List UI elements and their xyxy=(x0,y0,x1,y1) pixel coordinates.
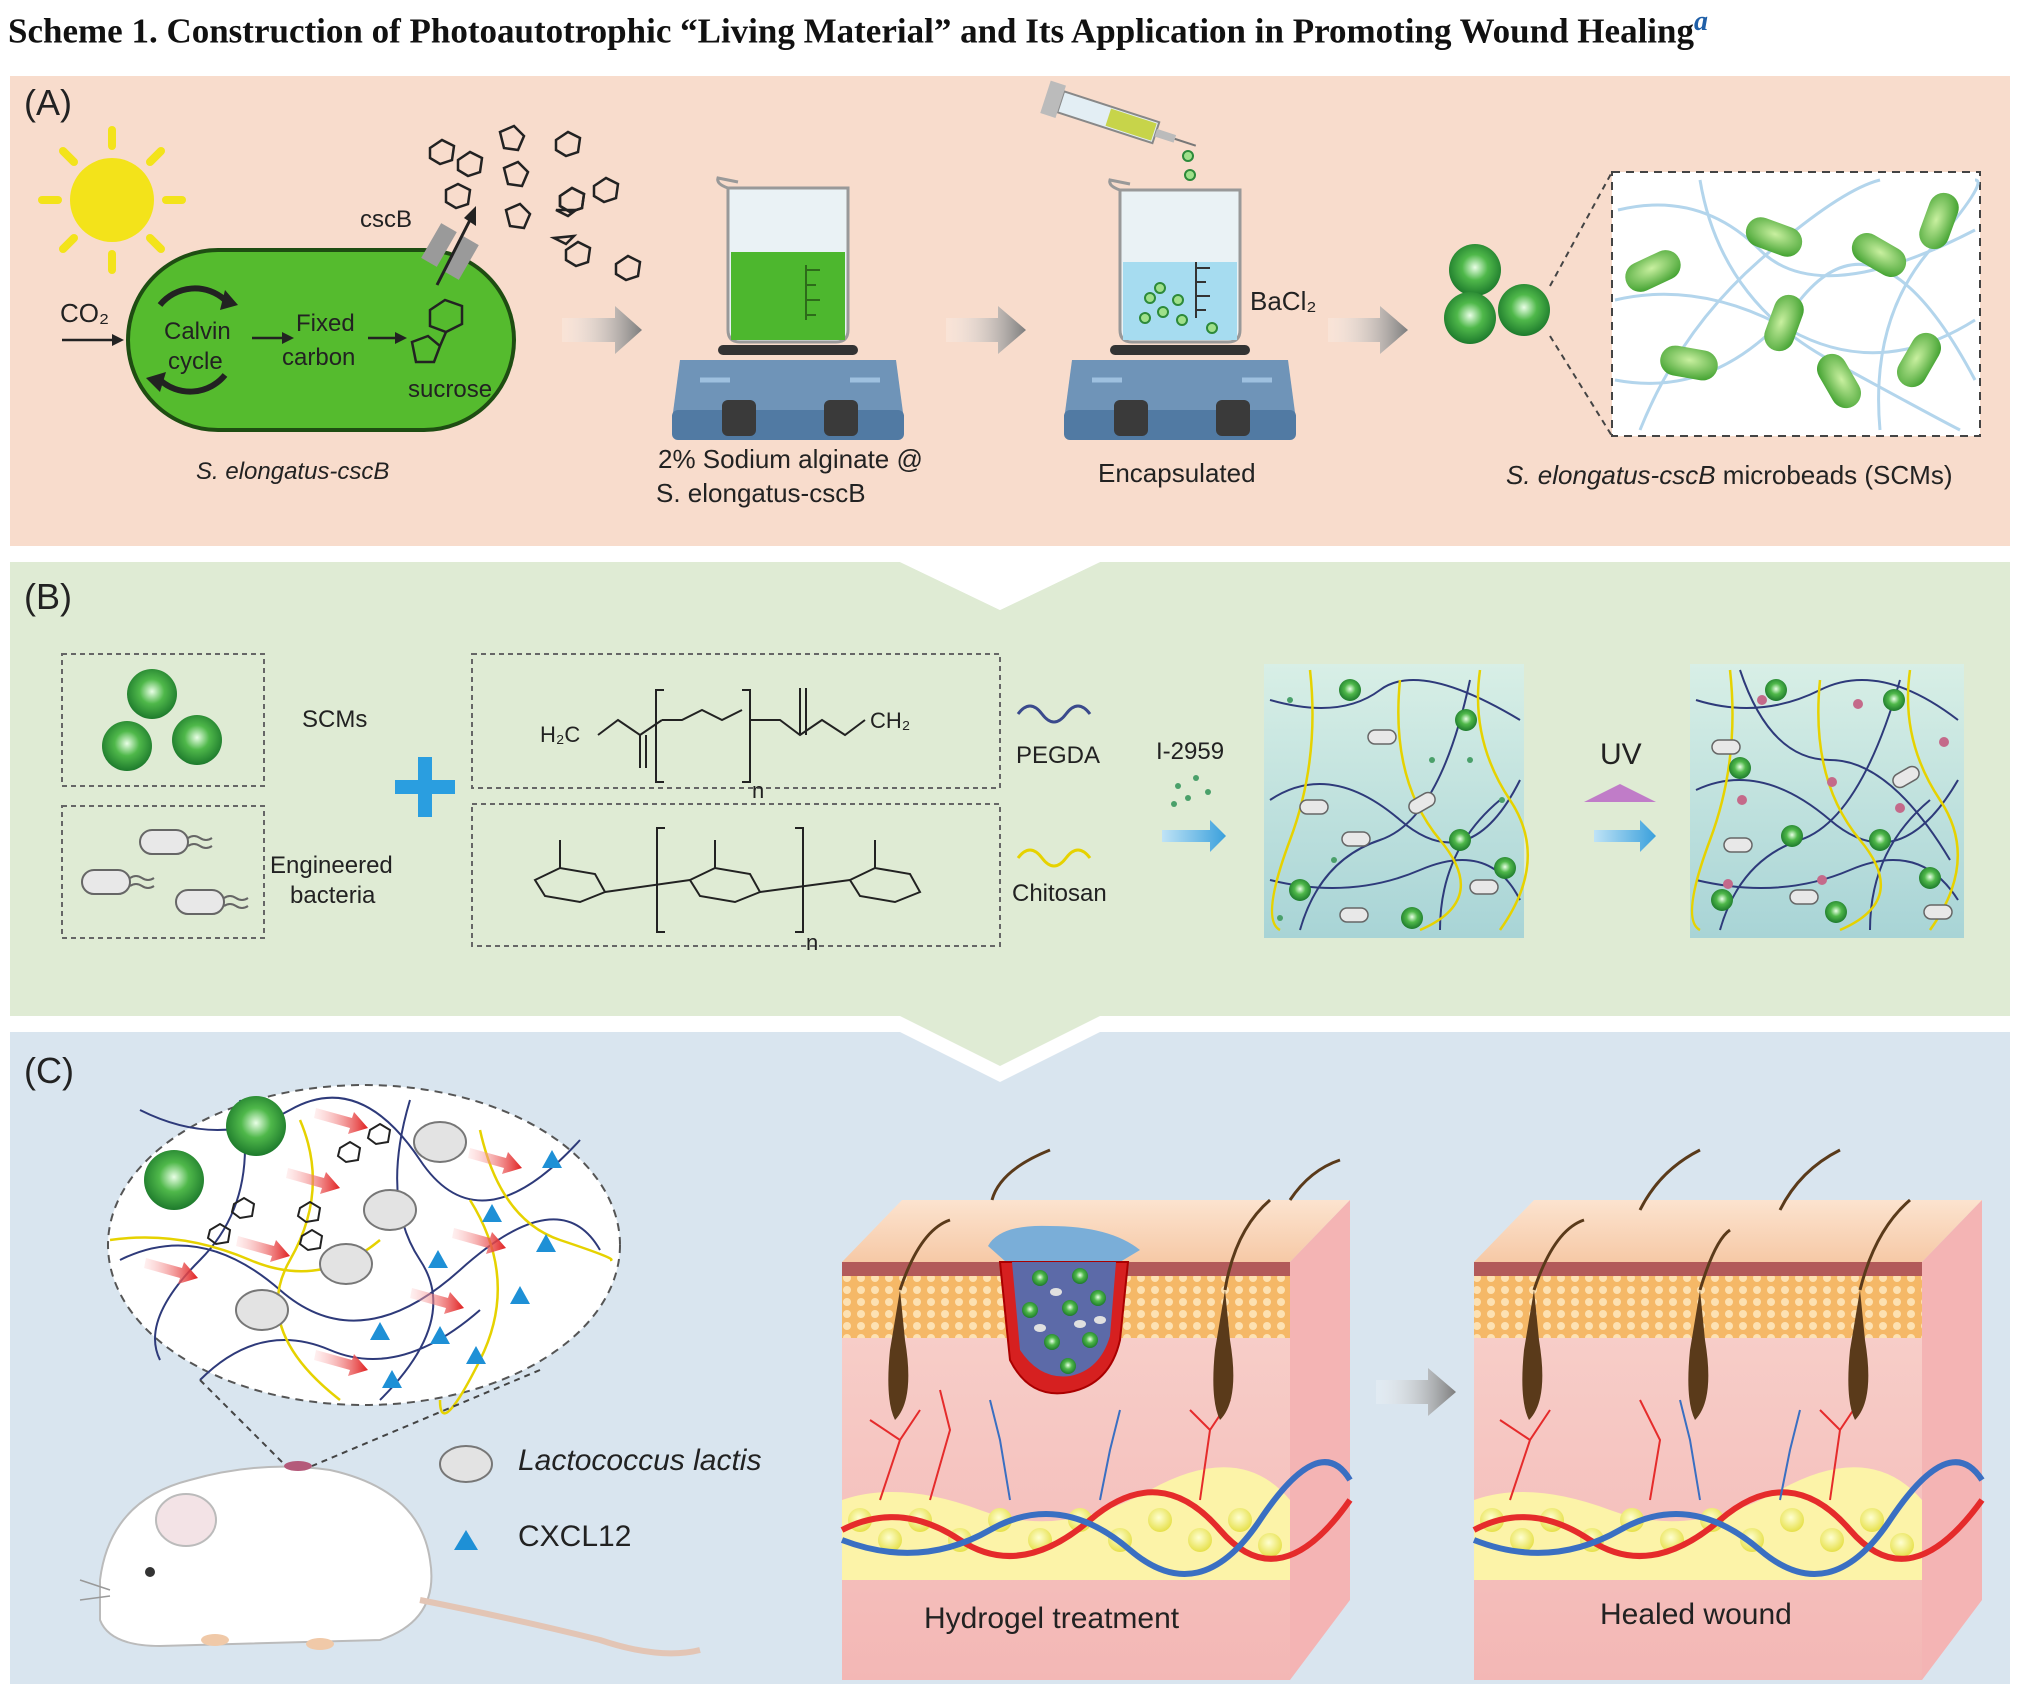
figure-title: Scheme 1. Construction of Photoautotroph… xyxy=(8,6,2008,56)
title-footnote: a xyxy=(1693,6,1708,37)
scms-label: SCMs xyxy=(302,706,368,733)
skin-healed-wound xyxy=(1472,1148,1985,1680)
h2c-label: H₂C xyxy=(540,722,581,747)
pegda-legend-line xyxy=(1016,704,1092,724)
panel-c-tag: (C) xyxy=(24,1050,74,1091)
carbon-label: carbon xyxy=(282,344,356,371)
healed-wound-label: Healed wound xyxy=(1600,1598,1792,1631)
uv-light-icon xyxy=(1584,784,1656,802)
legend-lactis-icon xyxy=(439,1445,493,1483)
panel-c xyxy=(10,1032,2010,1684)
hydrogel-treatment-label: Hydrogel treatment xyxy=(924,1602,1180,1635)
process-arrow-2 xyxy=(946,306,1026,354)
syringe-icon xyxy=(1040,80,1197,147)
legend-cxcl12-label: CXCL12 xyxy=(518,1520,632,1553)
legend-cxcl12-icon xyxy=(454,1530,478,1550)
sun-icon xyxy=(38,126,186,274)
fixed-label: Fixed xyxy=(296,310,355,337)
panel-a-tag: (A) xyxy=(24,82,72,123)
ch2-label: CH₂ xyxy=(870,708,911,733)
co2-label: CO₂ xyxy=(60,298,110,328)
bacl2-label: BaCl₂ xyxy=(1250,286,1317,316)
pegda-structure-box xyxy=(471,653,1001,789)
microbead-zoom xyxy=(1611,171,1981,437)
chitosan-label: Chitosan xyxy=(1012,880,1107,907)
scm-caption-rest: microbeads (SCMs) xyxy=(1715,460,1953,490)
pegda-n-label: n xyxy=(752,778,765,803)
initiator-label: I-2959 xyxy=(1156,738,1225,765)
chitosan-legend-line xyxy=(1016,848,1092,868)
sucrose-label: sucrose xyxy=(408,376,493,403)
panel-b-tag: (B) xyxy=(24,576,72,617)
initiator-arrow xyxy=(1162,820,1226,852)
chitosan-n-label: n xyxy=(806,930,819,955)
encapsulated-label: Encapsulated xyxy=(1098,458,1256,488)
panel-b xyxy=(10,546,2010,1066)
initiator-dots xyxy=(1171,775,1211,807)
scm-box xyxy=(61,653,265,787)
pegda-structure xyxy=(597,688,866,783)
mouse-illustration xyxy=(79,1461,701,1657)
scm-beads xyxy=(1444,244,1550,344)
engineered-label: Engineered xyxy=(270,852,393,879)
panel-a xyxy=(10,76,2010,546)
beaker1-line1: 2% Sodium alginate @ xyxy=(658,444,923,474)
released-sucrose xyxy=(428,124,642,282)
healing-arrow xyxy=(1376,1368,1456,1416)
scm-caption-italic: S. elongatus-cscB xyxy=(1506,460,1716,490)
cycle-label: cycle xyxy=(168,348,223,375)
chitosan-structure xyxy=(533,827,922,933)
engineered-bacteria-icons xyxy=(81,829,249,915)
plus-icon xyxy=(395,757,455,817)
uv-label: UV xyxy=(1600,738,1642,771)
scm-box-beads xyxy=(102,669,222,771)
calvin-label: Calvin xyxy=(164,318,231,345)
bacteria-box xyxy=(61,805,265,939)
uv-arrow xyxy=(1594,820,1656,852)
chitosan-structure-box xyxy=(471,803,1001,947)
cscb-label: cscB xyxy=(360,206,413,233)
crosslinked-gel-box xyxy=(1690,664,1964,938)
scm-caption: S. elongatus-cscB microbeads (SCMs) xyxy=(1506,460,1953,491)
pegda-label: PEGDA xyxy=(1016,742,1101,769)
beaker-bacl2 xyxy=(1064,178,1296,440)
process-arrow-3 xyxy=(1328,306,1408,354)
gel-precursor-box xyxy=(1264,664,1530,938)
hydrogel-zoom-ellipse xyxy=(107,1084,621,1415)
legend-lactis-label: Lactococcus lactis xyxy=(518,1444,762,1477)
beaker-sodium-alginate xyxy=(672,176,904,440)
process-arrow-1 xyxy=(562,306,642,354)
bacteria-label: bacteria xyxy=(290,882,376,909)
beaker1-line2: S. elongatus-cscB xyxy=(656,478,866,508)
skin-hydrogel-treatment xyxy=(840,1148,1353,1680)
strain-label: S. elongatus-cscB xyxy=(196,458,390,485)
cyanobacterium-cell xyxy=(126,206,516,432)
title-text: Scheme 1. Construction of Photoautotroph… xyxy=(8,11,1694,51)
